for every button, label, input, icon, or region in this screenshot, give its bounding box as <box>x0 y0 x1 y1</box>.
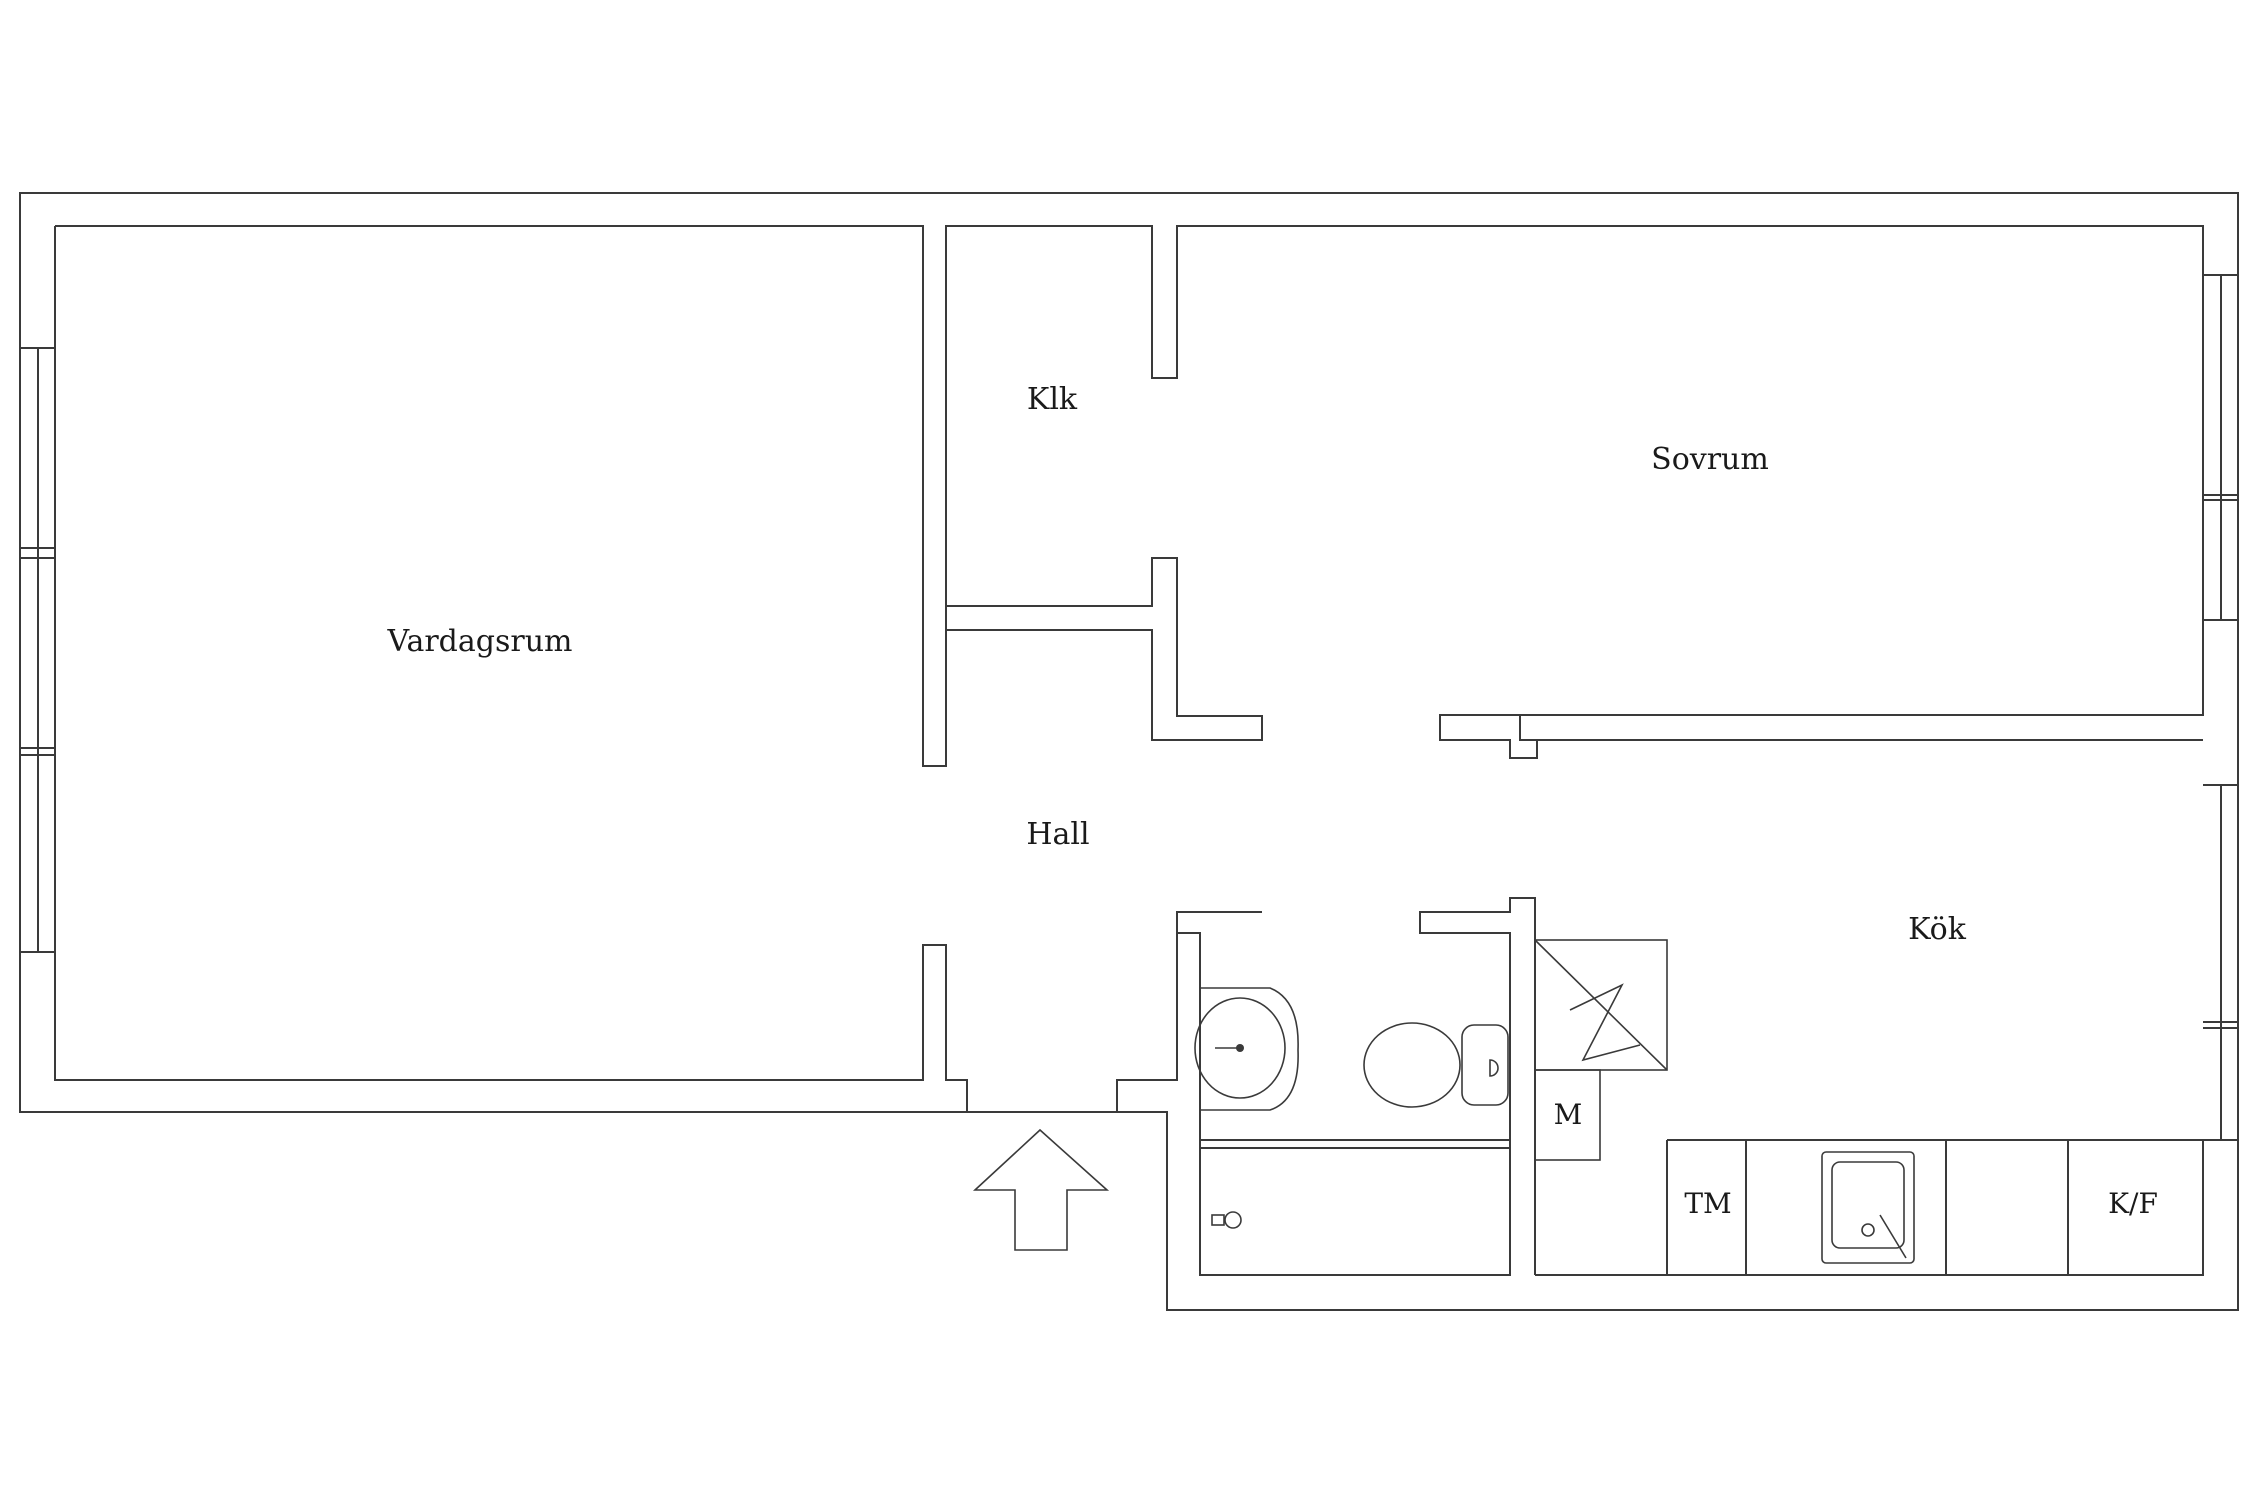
toilet-icon <box>1363 1022 1509 1108</box>
unit-label-tm: TM <box>1684 1187 1731 1220</box>
stove-icon <box>1534 939 1668 1071</box>
room-label-vardagsrum: Vardagsrum <box>387 624 573 659</box>
outer-walls <box>19 192 2239 1311</box>
shower-icon <box>1211 1211 1242 1229</box>
unit-label-kf: K/F <box>2108 1187 2158 1220</box>
interior-walls <box>946 557 2204 1276</box>
room-label-kok: Kök <box>1908 912 1967 947</box>
entrance-arrow-icon <box>972 1128 1110 1251</box>
windows-right <box>2203 274 2238 1141</box>
room-label-sovrum: Sovrum <box>1651 442 1769 477</box>
utility-box <box>1534 1069 1601 1161</box>
room-label-klk: Klk <box>1027 382 1078 417</box>
sink-icon <box>1194 987 1299 1111</box>
room-label-hall: Hall <box>1026 817 1089 852</box>
windows-left <box>20 347 55 953</box>
unit-label-m: M <box>1554 1098 1583 1131</box>
kitchen-sink-icon <box>1821 1151 1915 1264</box>
